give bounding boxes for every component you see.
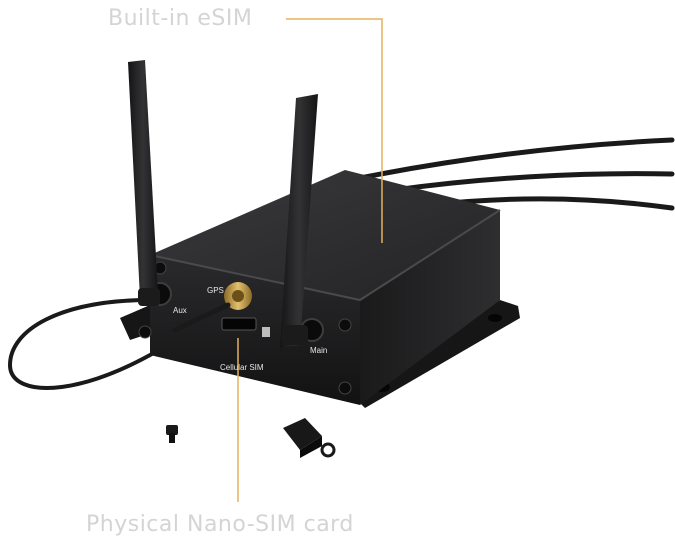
screw-accessory: [166, 425, 178, 443]
gps-connector: [172, 282, 252, 333]
esim-leader-line: [286, 18, 383, 243]
sim-cover-accessory: [283, 418, 336, 458]
esim-callout-label: Built-in eSIM: [108, 6, 253, 31]
main-port-label: Main: [310, 346, 327, 355]
cellular-sim-label: Cellular SIM: [220, 363, 264, 372]
router-body: [138, 170, 501, 405]
nano-sim-callout-label: Physical Nano-SIM card: [86, 512, 354, 537]
sim-slot: [221, 317, 257, 331]
gps-port-label: GPS: [207, 286, 224, 295]
antenna-aux: [128, 60, 160, 306]
antenna-main: [280, 94, 318, 348]
aux-port-label: Aux: [173, 306, 187, 315]
